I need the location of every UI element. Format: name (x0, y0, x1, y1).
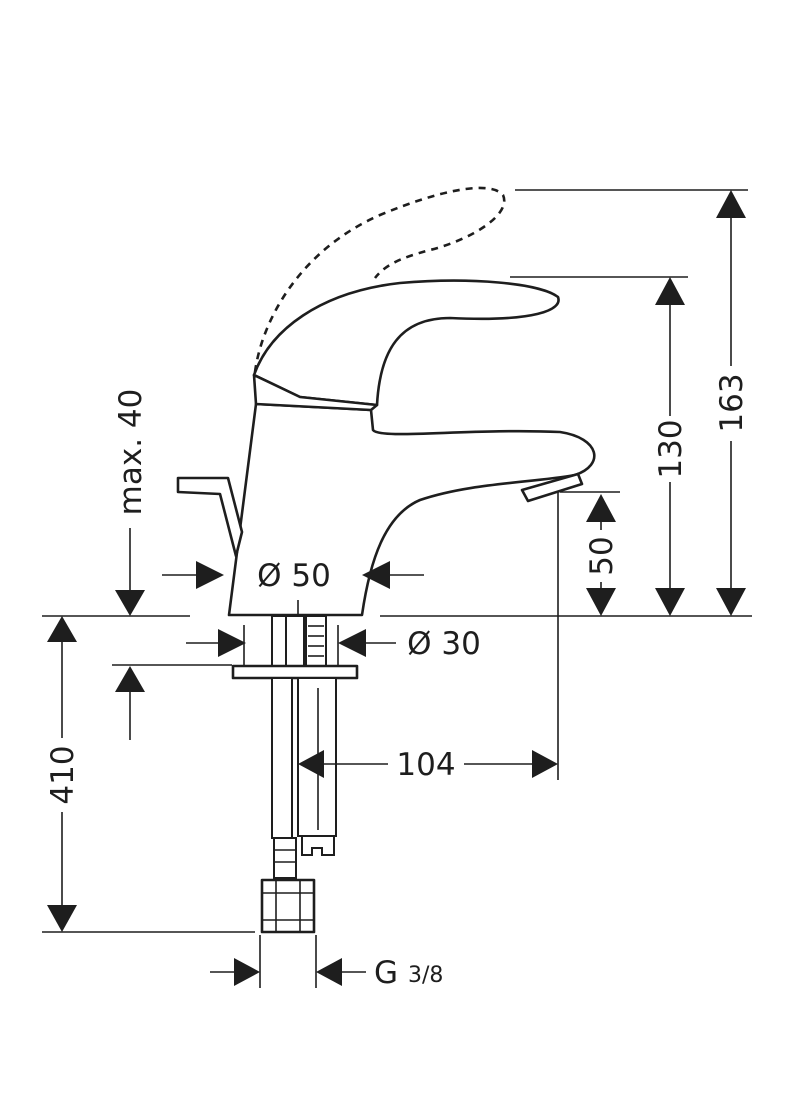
aerator (520, 472, 584, 503)
dimension-arrowheads (47, 190, 746, 986)
label-130: 130 (653, 419, 689, 478)
label-g-size: 3/8 (408, 963, 443, 988)
lever-raised-outline (253, 186, 506, 373)
lever-handle (252, 279, 560, 412)
label-410: 410 (45, 745, 81, 804)
shank-and-hoses (231, 615, 359, 934)
extension-lines (42, 189, 752, 988)
label-g-thread: G (374, 955, 398, 991)
label-dia-50: Ø 50 (257, 558, 331, 594)
label-50-height: 50 (584, 536, 620, 575)
dimension-labels: 163 130 50 max. 40 410 Ø 50 Ø 30 104 G 3… (45, 373, 750, 991)
popup-rod (176, 476, 244, 558)
label-163: 163 (714, 373, 750, 432)
label-104: 104 (396, 747, 455, 783)
dimension-lines (61, 218, 732, 973)
label-dia-30: Ø 30 (407, 626, 481, 662)
label-max-40: max. 40 (113, 389, 149, 516)
